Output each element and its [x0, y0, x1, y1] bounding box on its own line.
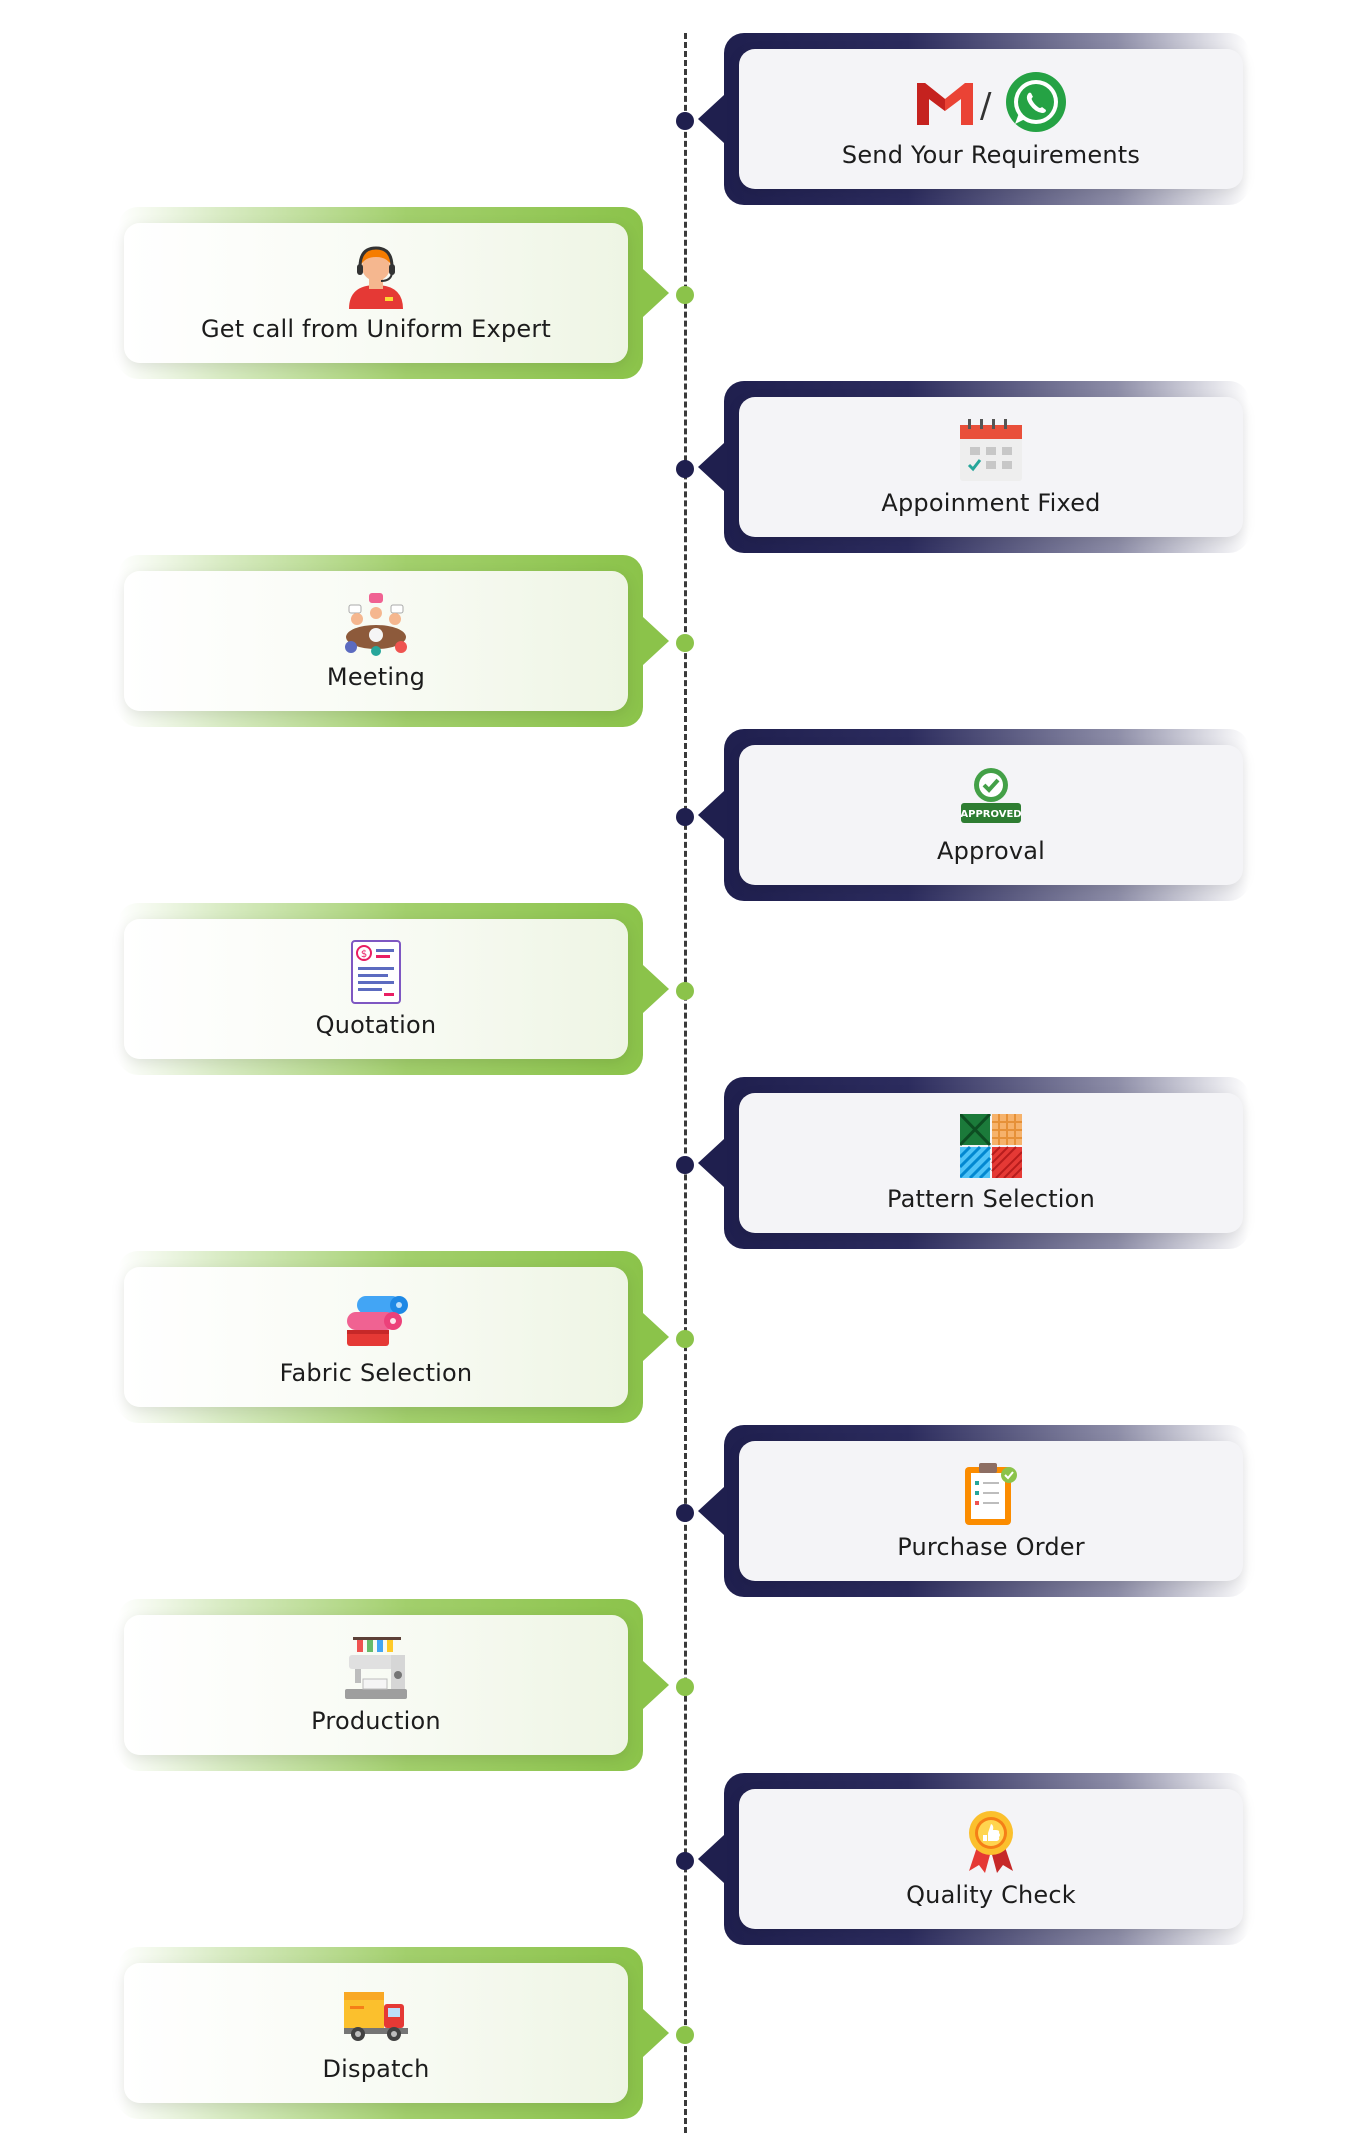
timeline-dot: [676, 286, 694, 304]
fabric-rolls-icon: [343, 1287, 409, 1353]
step-card: / Send Your Requirements: [739, 49, 1243, 189]
step-pointer: [698, 443, 724, 491]
clipboard-icon: [963, 1461, 1019, 1527]
step-card: Get call from Uniform Expert: [124, 223, 628, 363]
timeline-dot: [676, 1504, 694, 1522]
step-card: Quality Check: [739, 1789, 1243, 1929]
step-label: Send Your Requirements: [841, 141, 1141, 169]
step-card: Production: [124, 1615, 628, 1755]
step-pointer: [643, 1313, 669, 1361]
step-card: Appoinment Fixed: [739, 397, 1243, 537]
approved-badge-icon: APPROVED: [958, 765, 1024, 831]
step-pointer: [643, 269, 669, 317]
timeline-dot: [676, 1330, 694, 1348]
svg-text:$: $: [361, 949, 367, 960]
timeline-dot: [676, 1678, 694, 1696]
svg-text:/: /: [980, 86, 992, 126]
delivery-truck-icon: [342, 1983, 410, 2049]
step-card: Meeting: [124, 571, 628, 711]
timeline-dot: [676, 2026, 694, 2044]
step-pointer: [643, 1661, 669, 1709]
step-card: APPROVED Approval: [739, 745, 1243, 885]
step-pointer: [698, 791, 724, 839]
step-label: Appoinment Fixed: [881, 489, 1101, 517]
step-label: Quality Check: [906, 1881, 1076, 1909]
timeline-dashed-line: [684, 33, 687, 2133]
timeline-dot: [676, 634, 694, 652]
step-card: Dispatch: [124, 1963, 628, 2103]
meeting-icon: [341, 591, 411, 657]
step-pointer: [698, 1835, 724, 1883]
step-label: Get call from Uniform Expert: [200, 315, 552, 343]
svg-text:APPROVED: APPROVED: [960, 809, 1021, 820]
sewing-machine-icon: [343, 1635, 409, 1701]
step-label: Quotation: [315, 1011, 437, 1039]
step-meeting: Meeting: [118, 555, 669, 727]
step-label: Purchase Order: [897, 1533, 1085, 1561]
step-card: $ Quotation: [124, 919, 628, 1059]
timeline-dot: [676, 982, 694, 1000]
step-pointer: [643, 965, 669, 1013]
step-card: Fabric Selection: [124, 1267, 628, 1407]
step-approval: APPROVED Approval: [698, 729, 1249, 901]
step-fabric-selection: Fabric Selection: [118, 1251, 669, 1423]
step-label: Meeting: [326, 663, 426, 691]
step-send-requirements: / Send Your Requirements: [698, 33, 1249, 205]
step-purchase-order: Purchase Order: [698, 1425, 1249, 1597]
step-pointer: [698, 95, 724, 143]
step-card: Pattern Selection: [739, 1093, 1243, 1233]
step-label: Approval: [936, 837, 1046, 865]
calendar-icon: [958, 417, 1024, 483]
timeline-dot: [676, 460, 694, 478]
step-pattern-selection: Pattern Selection: [698, 1077, 1249, 1249]
timeline-dot: [676, 1156, 694, 1174]
step-label: Production: [311, 1707, 441, 1735]
timeline-dot: [676, 1852, 694, 1870]
step-pointer: [698, 1487, 724, 1535]
step-pointer: [643, 617, 669, 665]
step-production: Production: [118, 1599, 669, 1771]
step-pointer: [643, 2009, 669, 2057]
timeline-dot: [676, 112, 694, 130]
step-dispatch: Dispatch: [118, 1947, 669, 2119]
quotation-icon: $: [348, 939, 404, 1005]
step-card: Purchase Order: [739, 1441, 1243, 1581]
step-quotation: $ Quotation: [118, 903, 669, 1075]
step-appointment-fixed: Appoinment Fixed: [698, 381, 1249, 553]
step-pointer: [698, 1139, 724, 1187]
step-label: Dispatch: [322, 2055, 430, 2083]
call-agent-icon: [345, 243, 407, 309]
step-quality-check: Quality Check: [698, 1773, 1249, 1945]
pattern-swatches-icon: [960, 1113, 1022, 1179]
timeline-dot: [676, 808, 694, 826]
step-label: Pattern Selection: [887, 1185, 1095, 1213]
quality-medal-icon: [963, 1809, 1019, 1875]
step-label: Fabric Selection: [279, 1359, 473, 1387]
step-get-call: Get call from Uniform Expert: [118, 207, 669, 379]
gmail-whatsapp-icon: /: [911, 69, 1071, 135]
